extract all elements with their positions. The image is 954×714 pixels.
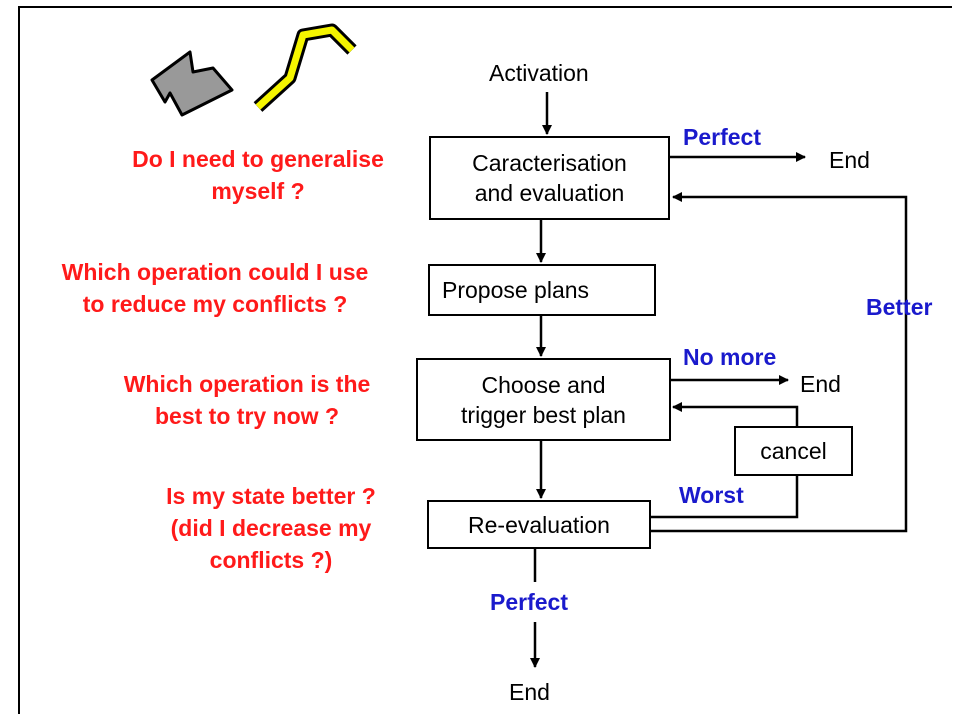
node-activation: Activation (489, 60, 589, 86)
question-best-operation: Which operation is the best to try now ? (123, 371, 371, 429)
arrow-cancel-to-choose (672, 402, 799, 426)
label-perfect-top: Perfect (683, 124, 761, 150)
label-perfect-bottom: Perfect (490, 589, 568, 615)
arrow-better-loop (651, 192, 908, 533)
line-worst-loop (651, 476, 799, 519)
node-choose-plan: Choose and trigger best plan (416, 358, 671, 441)
question-generalise: Do I need to generalise myself ? (132, 146, 384, 204)
question-operation-reduce: Which operation could I use to reduce my… (61, 259, 369, 317)
node-end-middle: End (800, 371, 841, 397)
question-state-better: Is my state better ? (did I decrease my … (166, 483, 376, 573)
node-cancel: cancel (734, 426, 853, 476)
node-end-top: End (829, 147, 870, 173)
label-no-more: No more (683, 344, 777, 370)
node-end-bottom: End (509, 679, 550, 705)
label-better: Better (866, 294, 933, 320)
label-worst: Worst (679, 482, 744, 508)
diagram-frame (18, 6, 952, 714)
node-propose-plans: Propose plans (428, 264, 656, 316)
node-reevaluation: Re-evaluation (427, 500, 651, 549)
road-line-icon (253, 23, 357, 112)
node-caracterisation: Caracterisation and evaluation (429, 136, 670, 220)
building-polygon-icon (150, 50, 234, 117)
